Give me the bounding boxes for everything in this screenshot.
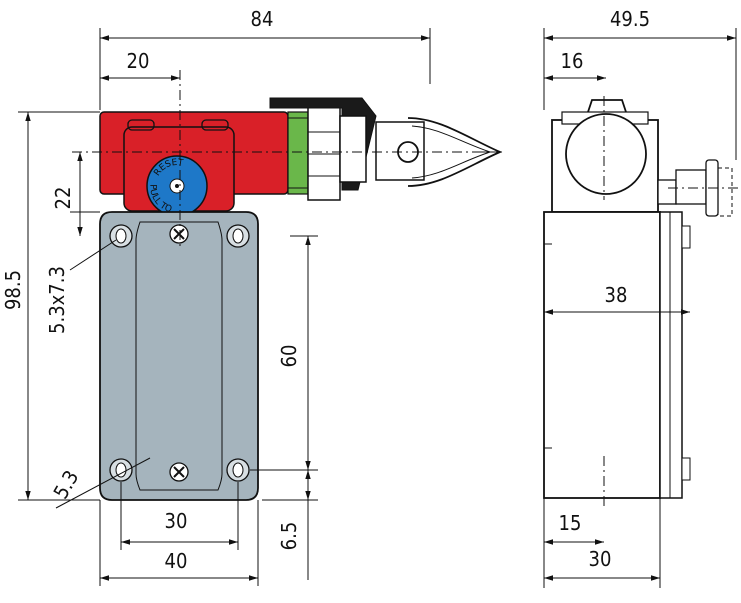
front-view: RESET PULL TO: [72, 70, 506, 501]
cable-nut: [307, 105, 341, 201]
dim-mounting-height: 60: [277, 345, 301, 368]
side-view: [543, 96, 740, 506]
body-cover: [135, 221, 223, 491]
head-slot-left: [127, 119, 155, 131]
side-knob: [565, 113, 647, 195]
dim-depth-inner: 38: [605, 283, 628, 307]
dim-base-offset: 6.5: [277, 522, 301, 551]
dim-mounting-width: 30: [165, 509, 188, 533]
dim-overall-width: 84: [251, 7, 274, 31]
dim-offset-side: 16: [561, 49, 584, 73]
head-slot-right: [201, 119, 229, 131]
dim-slot-hole: 5.3x7.3: [45, 266, 69, 334]
dim-head-height: 22: [51, 187, 75, 210]
tension-shaft: [375, 121, 425, 181]
dim-offset-front: 20: [127, 49, 150, 73]
dim-round-hole: 5.3: [48, 466, 83, 503]
cover-screw-top: [169, 224, 189, 244]
switch-body: [99, 211, 259, 501]
side-body: [543, 211, 661, 499]
dim-side-width: 30: [589, 547, 612, 571]
dim-side-offset: 15: [559, 511, 582, 535]
dim-overall-width-side: 49.5: [610, 7, 650, 31]
dimension-lines: [18, 28, 737, 588]
cover-screw-bottom: [169, 462, 189, 482]
dim-overall-height: 98.5: [1, 270, 25, 310]
dim-body-width: 40: [165, 549, 188, 573]
green-ring: [287, 111, 309, 195]
